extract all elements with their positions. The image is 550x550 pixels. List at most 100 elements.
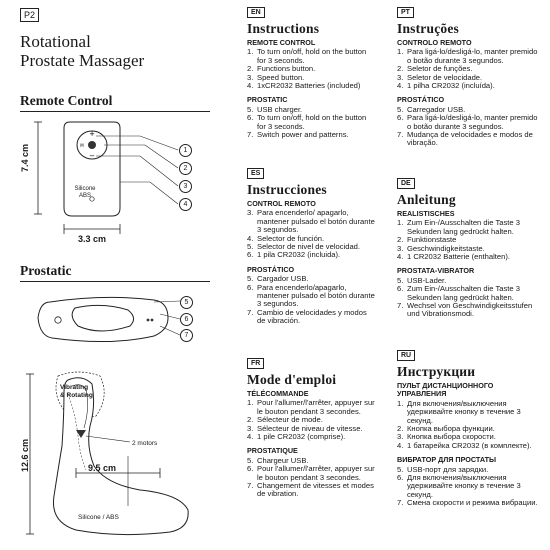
fr-item-3: 3.Sélecteur de niveau de vitesse. [247,423,363,433]
es-item-4: 6.1 pila CR2032 (incluida). [247,250,341,260]
product-title-line-1: Rotational [20,32,91,51]
section-fr: FR Mode d'emploi TÉLÉCOMMANDE 1.Pour l'a… [247,358,375,499]
vibrating-label-line-2: & Rotating [60,392,93,399]
es-item-5: 5.Cargador USB. [247,274,309,284]
lang-tag-fr: FR [247,358,265,369]
de-item-4: 4.1 CR2032 Batterie (enthalten). [397,252,510,262]
pt-item-3: 3.Seletor de velocidade. [397,72,483,82]
en-item-5: 5.USB charger. [247,104,303,114]
vibrating-label-line-1: Vibrating [60,384,89,391]
lang-tag-en: EN [247,7,265,18]
remote-callout-3: 3 [179,180,192,193]
pt-item-5: 5.Carregador USB. [397,104,466,114]
pt-item-4: 4.1 pilha CR2032 (incluída). [397,81,495,91]
pt-item-6: 6.Para ligá-lo/desligá-lo, manter premid… [397,113,538,131]
fr-item-2: 2.Sélecteur de mode. [247,415,323,425]
remote-material-line-1: Silicone [74,186,96,192]
ru-item-4: 4.1 батарейка CR2032 (в комплекте). [397,440,532,450]
ru-item-1: 1.Для включения/выключения удерживайте к… [397,398,521,425]
remote-height-dimension: 7.4 cm [20,143,30,172]
ru-item-5: 5.USB-порт для зарядки. [397,464,489,474]
prostatic-callout-5: 5 [180,296,193,309]
es-subtitle-remote: CONTROL REMOTO [247,199,316,208]
product-title-line-2: Prostate Massager [20,51,145,70]
fr-item-4: 4.1 pile CR2032 (comprise). [247,432,346,442]
en-item-1: 1.To turn on/off, hold on the button for… [247,47,367,65]
es-item-1: 3.Para encenderlo/ apagarlo, mantener pu… [247,208,375,235]
de-item-7: 7.Wechsel von Geschwindigkeitsstufen und… [397,301,533,319]
prostatic-heading: Prostatic [20,263,72,278]
fr-item-5: 5.Chargeur USB. [247,455,309,465]
prostatic-side-view-drawing [26,371,189,536]
lang-tag-ru: RU [397,350,416,361]
es-title: Instrucciones [247,182,327,197]
svg-text:M: M [80,143,84,148]
pt-item-2: 2.Seletor de funções. [397,64,473,74]
product-title: Rotational Prostate Massager [20,32,144,70]
ru-title: Инструкции [397,364,476,379]
pt-item-7: 7.Mudança de velocidades e modos de vibr… [397,130,533,148]
de-item-3: 3.Geschwindigkeitstaste. [397,243,485,253]
prostatic-callout-7: 7 [180,329,193,342]
de-item-1: 1.Zum Ein-/Ausschalten die Taste 3 Sekun… [397,218,520,236]
vibrating-rotating-label: Vibrating & Rotating [60,384,93,400]
section-en: EN Instructions REMOTE CONTROL 1.To turn… [247,7,375,139]
remote-callout-2: 2 [179,162,192,175]
section-es: ES Instrucciones CONTROL REMOTO 3.Para e… [247,168,375,326]
remote-callout-1: 1 [179,144,192,157]
lang-tag-de: DE [397,178,415,189]
remote-control-heading: Remote Control [20,93,113,108]
section-pt: PT Instruções CONTROLO REMOTO 1.Para lig… [397,7,541,148]
en-item-6: 6.To turn on/off, hold on the button for… [247,113,367,131]
de-subtitle-prostatic: PROSTATA-VIBRATOR [397,266,475,276]
svg-text:+: + [89,130,95,138]
de-item-6: 6.Zum Ein-/Ausschalten die Taste 3 Sekun… [397,284,520,302]
section-de: DE Anleitung REALISTISCHES 1.Zum Ein-/Au… [397,178,541,319]
body-height-dimension: 12.6 cm [20,438,30,472]
remote-control-drawing: + − M [34,121,179,234]
es-subtitle-prostatic: PROSTÁTICO [247,264,295,274]
de-subtitle-remote: REALISTISCHES [397,209,455,218]
en-subtitle-remote: REMOTE CONTROL [247,38,316,47]
prostatic-callout-6: 6 [180,313,193,326]
es-item-3: 5.Selector de nivel de velocidad. [247,242,361,252]
body-width-dimension: 9.5 cm [88,463,117,473]
remote-callout-4: 4 [179,198,192,211]
en-item-7: 7.Switch power and patterns. [247,130,349,140]
ru-item-3: 3.Кнопка выбора скорости. [397,432,496,442]
pt-subtitle-remote: CONTROLO REMOTO [397,38,472,47]
product-code-tag: P2 [20,8,40,22]
prostatic-heading-rule [20,281,210,282]
fr-item-7: 7.Changement de vitesses et modes de vib… [247,481,374,499]
en-item-2: 2.Functions button. [247,64,316,74]
ru-item-2: 2.Кнопка выбора функции. [397,424,495,434]
fr-subtitle-remote: TÉLÉCOMMANDE [247,389,309,398]
remote-material-label: Silicone ABS [70,186,100,200]
de-item-2: 2.Funktionstaste [397,235,457,245]
de-item-5: 5.USB-Lader. [397,275,447,285]
ru-item-6: 6.Для включения/выключения удерживайте к… [397,473,521,499]
fr-subtitle-prostatic: PROSTATIQUE [247,446,298,456]
ru-subtitle-prostatic: ВИБРАТОР ДЛЯ ПРОСТАТЫ [397,455,497,465]
ru-item-7: 7.Смена скорости и режима вибрации. [397,498,538,508]
fr-title: Mode d'emploi [247,372,337,387]
remote-material-line-2: ABS [78,193,91,199]
pt-item-1: 1.Para ligá-lo/desligá-lo, manter premid… [397,47,538,65]
lang-tag-es: ES [247,168,265,179]
en-subtitle-prostatic: PROSTATIC [247,95,288,105]
es-item-2: 4.Selector de función. [247,233,325,243]
motors-label: 2 motors [132,440,158,447]
ru-subtitle-remote: ПУЛЬТ ДИСТАНЦИОННОГО УПРАВЛЕНИЯ [397,381,494,399]
pt-title: Instruções [397,21,459,36]
pt-subtitle-prostatic: PROSTÁTICO [397,95,445,105]
remote-width-dimension: 3.3 cm [77,234,107,244]
prostatic-top-view-drawing [37,296,181,343]
en-item-3: 3.Speed button. [247,72,305,82]
lang-tag-pt: PT [397,7,414,18]
remote-heading-rule [20,111,210,112]
svg-text:−: − [89,152,95,160]
es-item-6: 6.Para encenderlo/apagarlo, mantener pul… [247,282,375,309]
en-item-4: 4.1xCR2032 Batteries (included) [247,81,361,91]
de-title: Anleitung [397,192,456,207]
es-item-7: 7.Cambio de velocidades y modos de vibra… [247,307,367,326]
